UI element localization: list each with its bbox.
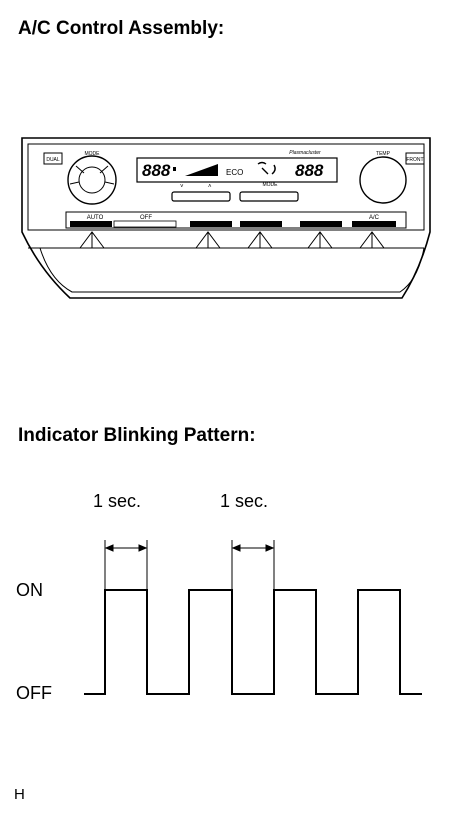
- defrost-button[interactable]: [300, 221, 342, 227]
- on-off-square-wave: [84, 589, 422, 695]
- mode-knob-label: MODE: [85, 151, 101, 157]
- off-level-label: OFF: [16, 683, 52, 703]
- center-slot-right: [239, 191, 299, 202]
- display-temp-left: 888: [142, 161, 171, 180]
- auto-button-label: AUTO: [87, 215, 104, 221]
- interval-label-2: 1 sec.: [220, 491, 269, 511]
- interval-label-1: 1 sec.: [93, 491, 142, 511]
- center-slot-left: [171, 191, 231, 202]
- ac-button-label: A/C: [369, 215, 380, 221]
- lcd-display: Plasmacluster 888 ECO MODE 888 ˅ ˄: [136, 150, 338, 190]
- indicator-markers: [79, 231, 385, 249]
- airflow-mode-icon: [257, 161, 276, 175]
- on-level-label: ON: [16, 580, 43, 600]
- temp-knob-label: TEMP: [376, 151, 391, 157]
- mode-knob[interactable]: MODE: [67, 151, 117, 205]
- auto-button[interactable]: AUTO: [70, 215, 112, 227]
- fan-level-bars: [185, 164, 218, 176]
- display-temp-right: 888: [295, 161, 324, 180]
- dual-button-label: DUAL: [46, 157, 60, 163]
- title-indicator-blinking-pattern: Indicator Blinking Pattern:: [18, 425, 256, 446]
- interval-dimension-1: [104, 540, 148, 590]
- front-button-label: FRONT: [406, 157, 423, 163]
- down-caret-icon: ˅: [180, 184, 184, 190]
- eco-indicator: ECO: [226, 168, 243, 177]
- interval-dimension-2: [231, 540, 275, 590]
- fresh-air-button[interactable]: [240, 221, 282, 227]
- blinking-waveform: [84, 540, 422, 695]
- dual-button[interactable]: DUAL: [43, 152, 63, 165]
- up-caret-icon: ˄: [208, 184, 212, 190]
- off-button-label: OFF: [140, 215, 152, 221]
- ac-control-panel-illustration: DUAL MODE Plasmacluster 888 ECO MODE 888…: [21, 137, 431, 299]
- temp-knob[interactable]: TEMP: [359, 151, 407, 204]
- off-button[interactable]: OFF: [113, 215, 177, 228]
- title-ac-control-assembly: A/C Control Assembly:: [18, 18, 225, 39]
- button-row: AUTO OFF A/C: [65, 211, 407, 229]
- ac-button[interactable]: A/C: [352, 215, 396, 227]
- plasmacluster-label: Plasmacluster: [289, 150, 321, 156]
- mode-indicator: MODE: [263, 182, 279, 188]
- recirc-button[interactable]: [190, 221, 232, 227]
- front-button[interactable]: FRONT: [405, 152, 425, 165]
- figure-code: H: [14, 786, 25, 803]
